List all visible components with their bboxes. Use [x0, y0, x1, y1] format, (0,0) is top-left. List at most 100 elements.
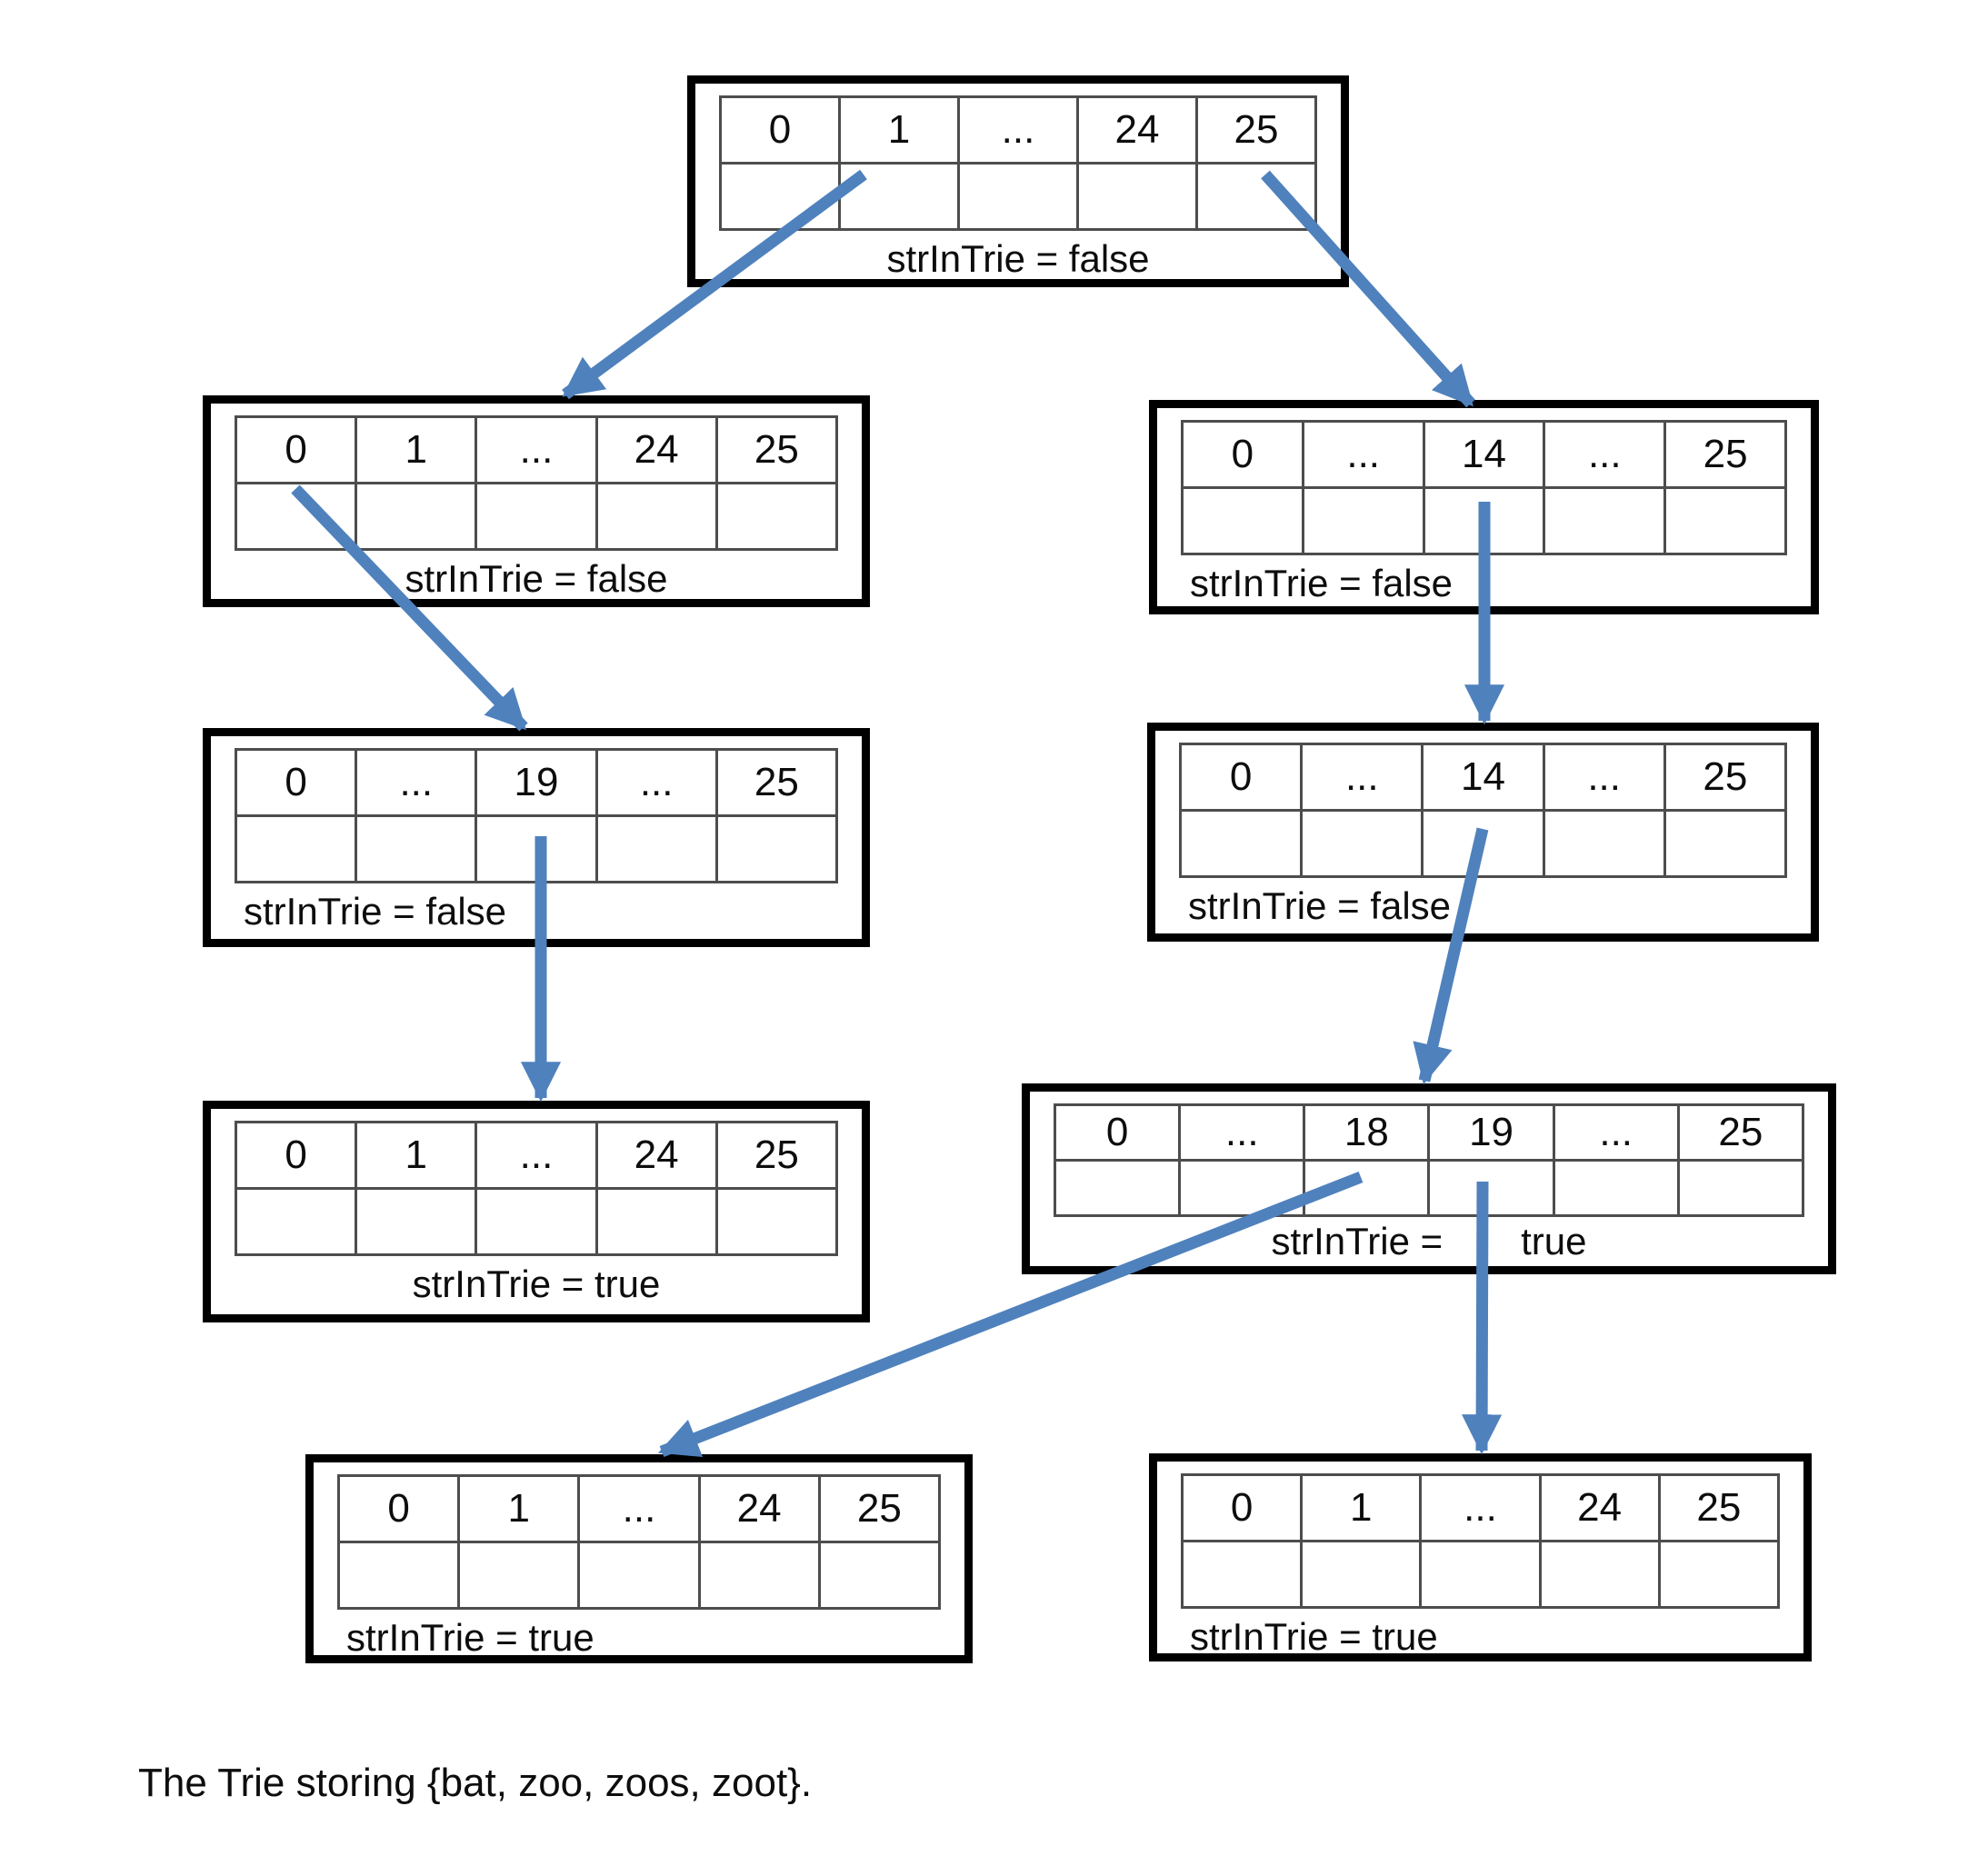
index-cell: 19	[475, 748, 598, 817]
index-cell: 0	[1178, 743, 1304, 812]
index-cell: ...	[1419, 1473, 1542, 1542]
index-cell: 24	[594, 415, 718, 484]
bucket-table: 0...19...25	[234, 748, 839, 883]
index-cell: 1	[355, 415, 478, 484]
strintrie-label: strInTrie = false	[1190, 562, 1454, 604]
index-cell: 0	[234, 1121, 358, 1190]
index-cell: 14	[1422, 420, 1546, 489]
strintrie-label: strInTrie = true	[412, 1262, 661, 1305]
strintrie-label-right: true	[1521, 1220, 1587, 1262]
bucket-cell	[234, 814, 358, 883]
bucket-cell	[355, 482, 478, 551]
index-cell: 19	[1427, 1103, 1555, 1162]
index-cell: 0	[1180, 1473, 1304, 1542]
bucket-cell	[1552, 1159, 1680, 1217]
strintrie-label: strInTrie = true	[1190, 1615, 1438, 1658]
bucket-cell	[234, 482, 358, 551]
index-cell: 0	[719, 95, 841, 165]
index-cell: 1	[1300, 1473, 1423, 1542]
bucket-cell	[1303, 1159, 1431, 1217]
bucket-cell	[355, 814, 478, 883]
bucket-cell	[475, 814, 598, 883]
index-cell: ...	[1542, 743, 1666, 812]
bucket-cell	[1538, 1540, 1661, 1609]
index-cell: 0	[1053, 1103, 1182, 1162]
bucket-cell	[336, 1541, 461, 1610]
bucket-cell	[1076, 162, 1198, 231]
index-cell: 0	[336, 1474, 461, 1543]
bucket-cell	[1300, 1540, 1423, 1609]
bucket-cell	[719, 162, 841, 231]
bucket-array: 0...14...25	[1181, 420, 1787, 555]
index-cell: ...	[1300, 743, 1424, 812]
index-cell: 25	[1663, 420, 1787, 489]
bucket-cell	[355, 1187, 478, 1256]
bucket-cell	[714, 814, 839, 883]
index-cell: ...	[1301, 420, 1425, 489]
bucket-table: 0...14...25	[1181, 420, 1787, 555]
index-cell: 25	[714, 415, 839, 484]
index-cell: 1	[838, 95, 960, 165]
index-cell: ...	[1178, 1103, 1306, 1162]
bucket-cell	[1301, 486, 1425, 555]
strintrie-label: strInTrie = false	[886, 237, 1150, 280]
bucket-cell	[1421, 809, 1545, 878]
index-cell: ...	[475, 1121, 598, 1190]
bucket-cell	[714, 1187, 839, 1256]
bucket-cell	[838, 162, 960, 231]
index-cell: ...	[1552, 1103, 1680, 1162]
strintrie-label-left: strInTrie =	[1271, 1220, 1444, 1262]
bucket-cell	[697, 1541, 821, 1610]
index-cell: ...	[355, 748, 478, 817]
bucket-cell	[475, 1187, 598, 1256]
bucket-array: 0...19...25	[234, 748, 839, 883]
bucket-cell	[1422, 486, 1546, 555]
index-cell: 0	[234, 415, 358, 484]
strintrie-label: strInTrie = true	[346, 1616, 594, 1659]
index-cell: 24	[1076, 95, 1198, 165]
bucket-cell	[1663, 809, 1788, 878]
bucket-cell	[1663, 486, 1787, 555]
strintrie-label: strInTrie = false	[405, 557, 668, 600]
bucket-cell	[1300, 809, 1424, 878]
bucket-cell	[457, 1541, 581, 1610]
index-cell: 25	[1676, 1103, 1805, 1162]
trie-node-zo: 0...14...25 strInTrie = false	[1147, 723, 1819, 942]
bucket-cell	[1178, 1159, 1306, 1217]
index-cell: 0	[234, 748, 358, 817]
bucket-cell	[1542, 809, 1666, 878]
bucket-cell	[1676, 1159, 1805, 1217]
bucket-cell	[234, 1187, 358, 1256]
strintrie-label: strInTrie = false	[1188, 884, 1452, 927]
index-cell: 25	[817, 1474, 942, 1543]
figure-caption: The Trie storing {bat, zoo, zoos, zoot}.	[138, 1761, 813, 1805]
trie-node-ba: 0...19...25 strInTrie = false	[203, 728, 870, 947]
bucket-cell	[594, 482, 718, 551]
bucket-cell	[714, 482, 839, 551]
bucket-cell	[1427, 1159, 1555, 1217]
index-cell: 25	[1195, 95, 1317, 165]
bucket-array: 0...14...25	[1178, 743, 1788, 878]
index-cell: 25	[714, 1121, 839, 1190]
strintrie-label: strInTrie = false	[244, 890, 507, 933]
index-cell: ...	[577, 1474, 701, 1543]
index-cell: 1	[355, 1121, 478, 1190]
index-cell: ...	[1543, 420, 1667, 489]
bucket-cell	[817, 1541, 942, 1610]
